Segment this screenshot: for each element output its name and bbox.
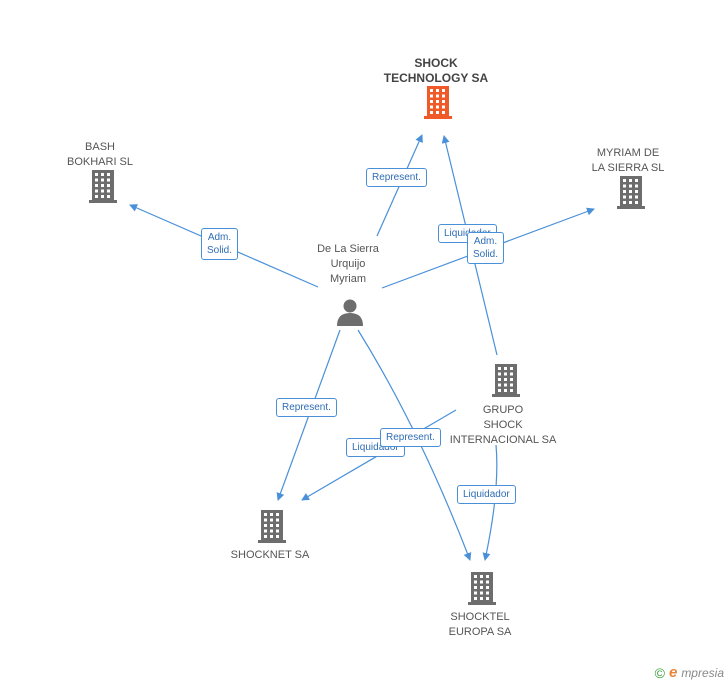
building-icon[interactable] bbox=[257, 508, 287, 549]
building-icon[interactable] bbox=[423, 84, 453, 125]
brand-logo-initial: e bbox=[668, 664, 678, 681]
node-label-line: BASH bbox=[85, 141, 115, 153]
building-icon[interactable] bbox=[467, 570, 497, 611]
node-label-line: De La Sierra bbox=[317, 243, 379, 255]
copyright-icon: © bbox=[654, 664, 665, 681]
edge-label-represent-shocknet[interactable]: Represent. bbox=[276, 398, 337, 417]
edge-label-text: Represent. bbox=[282, 402, 331, 413]
edge-label-text: Adm. bbox=[473, 236, 498, 247]
node-label-line: SHOCKTEL bbox=[450, 611, 510, 623]
node-label-line: SHOCK bbox=[414, 56, 458, 70]
node-label-line: LA SIERRA SL bbox=[591, 162, 665, 174]
node-label-line: TECHNOLOGY SA bbox=[383, 71, 489, 85]
building-icon[interactable] bbox=[491, 362, 521, 403]
node-label-line: Myriam bbox=[329, 273, 367, 285]
edge-label-text: Represent. bbox=[386, 432, 435, 443]
node-label-line: GRUPO bbox=[482, 404, 524, 416]
node-label-line: Urquijo bbox=[330, 258, 366, 270]
edge-label-represent-top[interactable]: Represent. bbox=[366, 168, 427, 187]
edge-label-text: Solid. bbox=[473, 249, 499, 260]
node-label-line: EUROPA SA bbox=[448, 626, 512, 638]
node-label[interactable]: BASH BOKHARI SL bbox=[67, 140, 133, 170]
edge-label-adm-solid-left[interactable]: Adm. Solid. bbox=[201, 228, 239, 260]
edge-label-liquidador-bottom[interactable]: Liquidador bbox=[457, 485, 516, 504]
node-label[interactable]: MYRIAM DE LA SIERRA SL bbox=[592, 146, 665, 176]
node-label[interactable]: SHOCKNET SA bbox=[231, 548, 310, 563]
node-label-line: BOKHARI SL bbox=[66, 156, 134, 168]
brand-logo-name: mpresia bbox=[681, 665, 724, 680]
edge-label-text: Liquidador bbox=[463, 489, 510, 500]
edge-label-adm-solid-right[interactable]: Adm. Solid. bbox=[467, 232, 505, 264]
edge-label-text: Adm. bbox=[207, 232, 232, 243]
edge-label-text: Represent. bbox=[372, 172, 421, 183]
node-label[interactable]: SHOCKTEL EUROPA SA bbox=[449, 610, 512, 640]
node-label-line: INTERNACIONAL SA bbox=[449, 434, 557, 446]
edge-label-represent-mid[interactable]: Represent. bbox=[380, 428, 441, 447]
person-icon[interactable] bbox=[335, 297, 365, 332]
node-label[interactable]: GRUPO SHOCK INTERNACIONAL SA bbox=[450, 403, 557, 448]
edge-label-text: Liquidador bbox=[352, 442, 399, 453]
node-label-line: SHOCK bbox=[483, 419, 523, 431]
building-icon[interactable] bbox=[88, 168, 118, 209]
node-label-line: MYRIAM DE bbox=[596, 147, 660, 159]
node-label-line: SHOCKNET SA bbox=[230, 549, 310, 561]
edge-label-text: Solid. bbox=[207, 245, 233, 256]
building-icon[interactable] bbox=[616, 174, 646, 215]
